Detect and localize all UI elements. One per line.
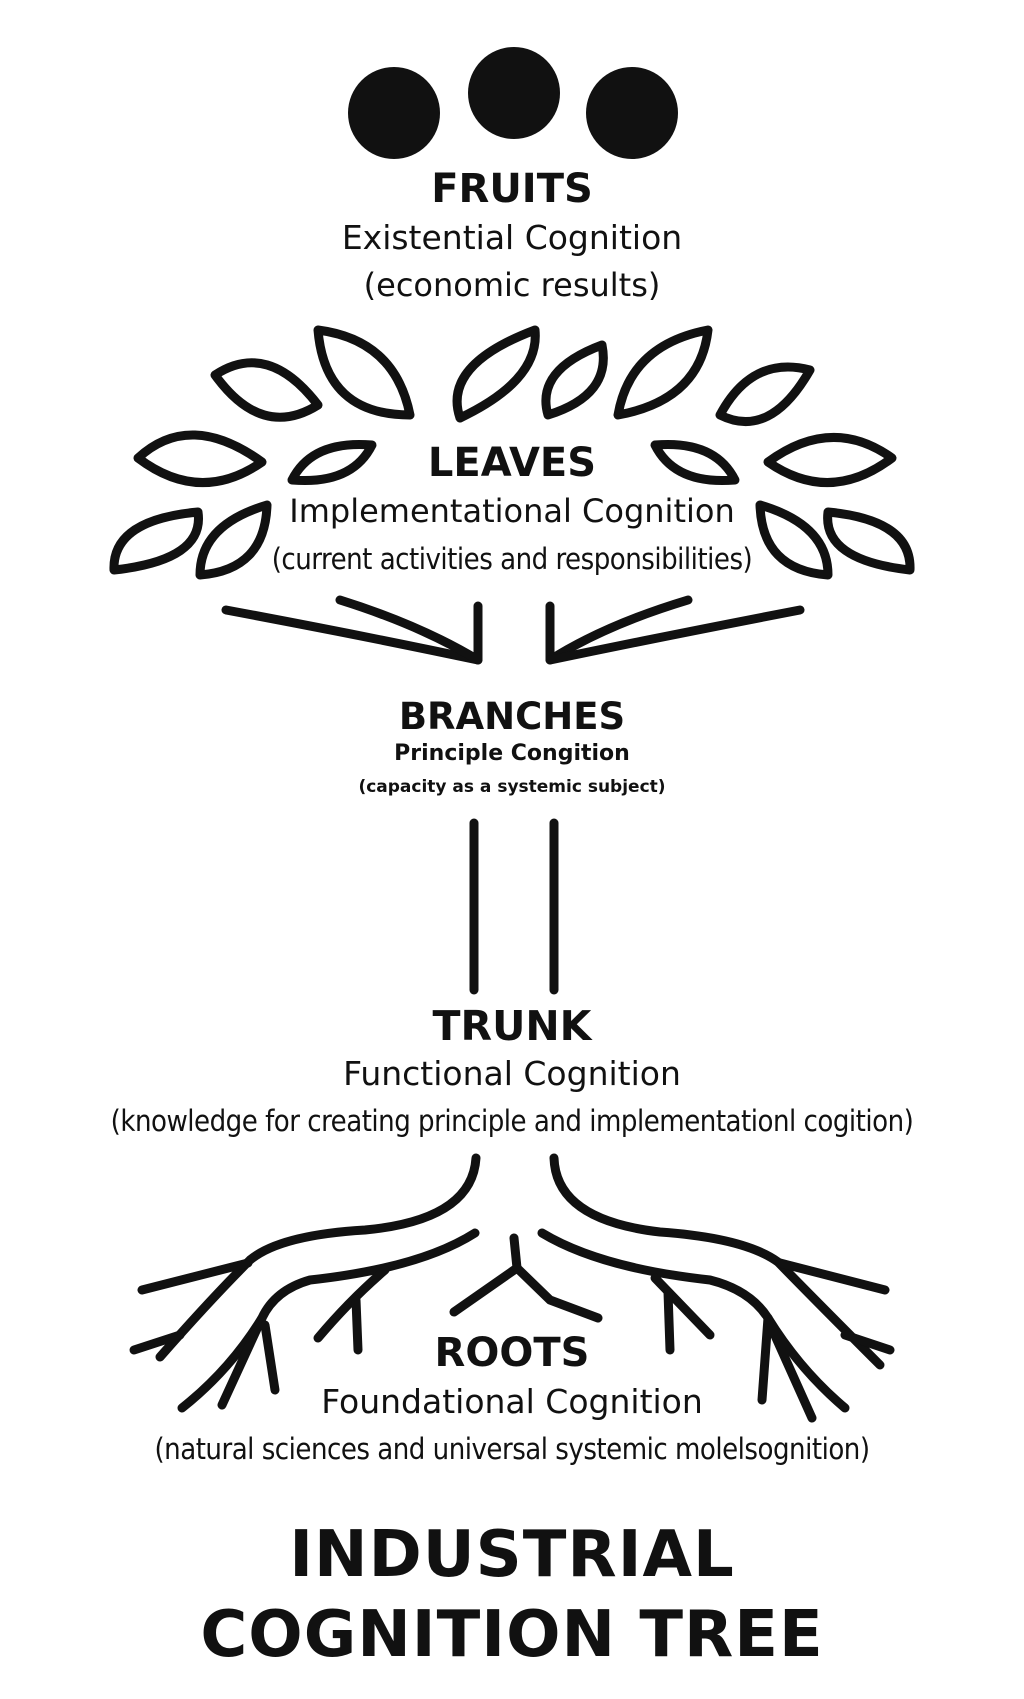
root [351, 1295, 363, 1355]
fruits-subtitle: Existential Cognition [341, 218, 683, 257]
leaf [541, 340, 608, 420]
root [763, 1315, 817, 1423]
branch [335, 595, 483, 665]
fruits-circles [348, 47, 678, 159]
fruit-center [468, 47, 560, 139]
roots-lines [129, 1153, 895, 1423]
trunk-subtitle: Functional Cognition [343, 1054, 681, 1093]
leaves-note: (current activities and responsibilities… [271, 542, 753, 576]
roots-note: (natural sciences and universal systemic… [154, 1432, 871, 1466]
leaves-subtitle: Implementational Cognition [289, 492, 735, 530]
trunk-lines [469, 818, 559, 995]
leaves-heading: LEAVES [427, 440, 597, 486]
root [663, 1287, 675, 1355]
root [137, 1258, 253, 1295]
branches-subtitle: Principle Congition [394, 741, 630, 766]
fruit-right [586, 67, 678, 159]
root [757, 1313, 773, 1405]
leaf [823, 507, 915, 575]
root [775, 1258, 890, 1295]
fruits-note: (economic results) [363, 266, 661, 304]
leaf [287, 439, 377, 486]
leaf [133, 430, 267, 487]
root [217, 1313, 267, 1410]
trunk-note: (knowledge for creating principle and im… [110, 1104, 914, 1138]
root [129, 1330, 185, 1355]
leaf [715, 362, 815, 427]
leaves-shapes [109, 325, 915, 580]
branches-heading: BRANCHES [398, 695, 626, 738]
root [549, 1153, 885, 1370]
root [449, 1233, 522, 1317]
root [177, 1228, 480, 1413]
root [650, 1273, 715, 1340]
roots-subtitle: Foundational Cognition [321, 1382, 703, 1421]
root [155, 1153, 481, 1362]
leaf [755, 500, 833, 580]
fruits-heading: FRUITS [431, 166, 593, 212]
branches-lines [221, 595, 805, 665]
title-line-2: COGNITION TREE [200, 1598, 824, 1672]
root [840, 1330, 895, 1355]
title-line-1: INDUSTRIAL [289, 1518, 735, 1592]
leaf [210, 358, 323, 422]
branch [545, 595, 693, 665]
branch [545, 605, 805, 665]
leaf [109, 507, 203, 575]
root [313, 1265, 390, 1343]
leaf [195, 500, 272, 580]
leaf [452, 325, 540, 423]
roots-heading: ROOTS [434, 1330, 590, 1376]
branch [221, 605, 483, 665]
leaf [313, 325, 415, 420]
root [537, 1228, 850, 1413]
leaf [763, 433, 897, 487]
branches-note: (capacity as a systemic subject) [358, 777, 666, 797]
root [260, 1320, 280, 1395]
fruit-left [348, 67, 440, 159]
trunk-heading: TRUNK [432, 1002, 592, 1050]
leaf [613, 325, 713, 420]
leaf [650, 439, 740, 486]
root [512, 1263, 603, 1323]
